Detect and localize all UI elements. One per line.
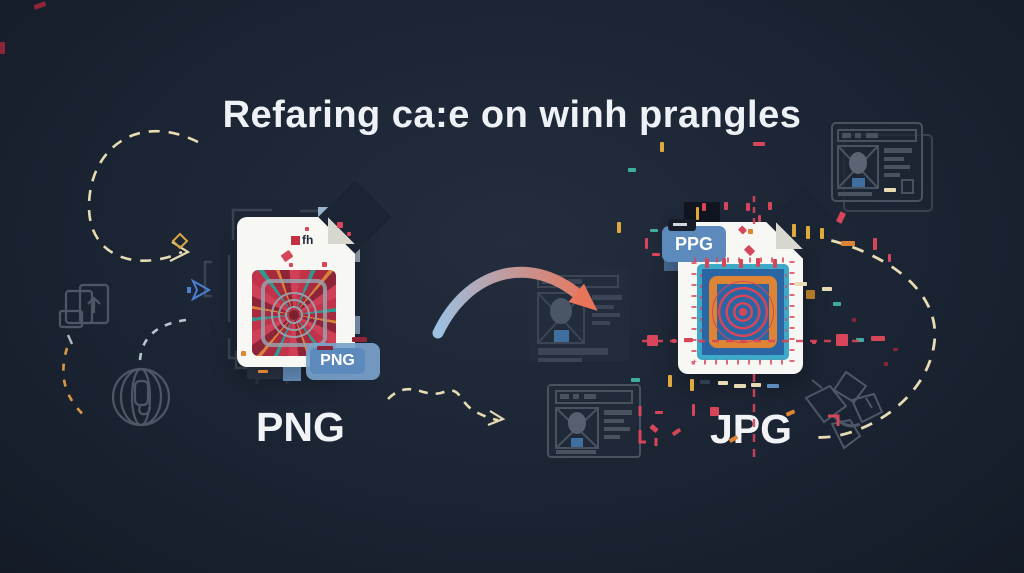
wavy-dashed-arrow <box>387 387 506 427</box>
red-square-icon <box>291 235 300 245</box>
document-icon <box>547 384 641 458</box>
jpg-image-thumbnail <box>697 264 789 360</box>
file-extension-label: fh <box>291 233 313 247</box>
page-fold-icon <box>328 217 355 244</box>
dark-block-decor <box>684 202 720 224</box>
dashed-loop-right <box>787 231 937 439</box>
dashed-arc-decor <box>62 318 187 420</box>
profile-card-icon <box>529 267 629 362</box>
export-arrow-icon <box>187 278 212 302</box>
concentric-rings-decor <box>266 286 322 343</box>
png-format-badge: PNG <box>310 348 365 374</box>
jpg-caption: JPG <box>710 406 793 452</box>
browser-window-icon <box>831 122 933 212</box>
ring-square-decor <box>261 279 327 347</box>
diamond-icon <box>171 232 189 250</box>
file-extension-text: fh <box>302 233 314 247</box>
png-image-thumbnail <box>252 270 336 356</box>
orb-icon <box>111 367 171 427</box>
card-tab <box>283 367 301 381</box>
badge-handle-icon <box>668 219 696 231</box>
conversion-arrow <box>432 266 598 339</box>
page-title: Refaring ca:e on winh prangles <box>222 94 802 136</box>
dashed-loop-arrow <box>87 130 199 262</box>
page-fold-icon <box>776 222 803 249</box>
jpg-format-badge: PPG <box>662 226 726 262</box>
upload-files-icon <box>58 283 110 329</box>
concentric-circles-decor <box>712 281 774 343</box>
png-caption: PNG <box>256 404 345 450</box>
png-file-icon: fh <box>237 180 392 367</box>
shattered-photo-icon <box>804 370 884 450</box>
